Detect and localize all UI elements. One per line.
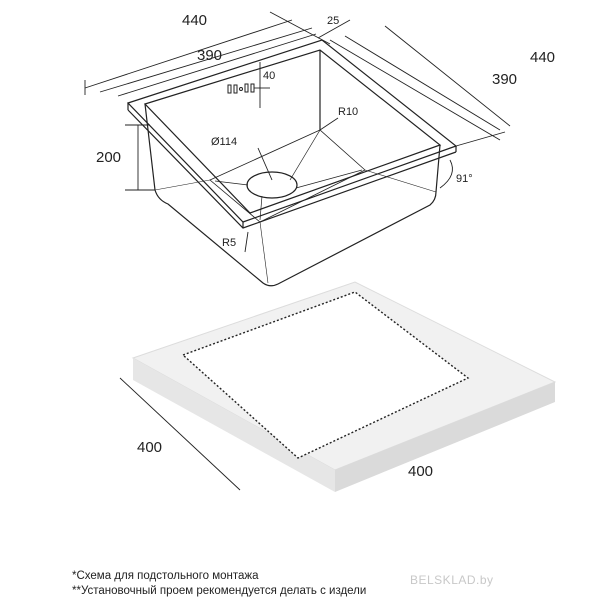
- drain-hole: [246, 171, 298, 199]
- drain-grooves: [214, 129, 363, 221]
- dim-overflow: 40: [263, 70, 275, 82]
- overflow-icon: [227, 83, 255, 94]
- note-cutout: **Установочный проем рекомендуется делат…: [72, 585, 367, 597]
- dim-outer-width: 440: [182, 12, 207, 29]
- dim-inner-width: 390: [197, 47, 222, 64]
- sink-rim-inner: [143, 49, 442, 214]
- bowl-fold: [259, 221, 269, 284]
- sink-bowl: [144, 103, 441, 287]
- dim-inner-depth: 390: [492, 71, 517, 88]
- dim-drain: Ø114: [211, 136, 237, 148]
- bowl-fold: [364, 169, 437, 193]
- dim-r5: R5: [222, 237, 236, 249]
- dim-r10: R10: [338, 106, 358, 118]
- dim-angle: 91°: [456, 173, 473, 185]
- cutout-outline: [181, 291, 470, 459]
- note-mounting: *Схема для подстольного монтажа: [72, 570, 259, 582]
- watermark: BELSKLAD.by: [410, 573, 494, 587]
- dim-rim: 25: [327, 15, 339, 27]
- bowl-fold: [154, 179, 211, 191]
- dim-cutout-depth: 400: [137, 439, 162, 456]
- rim-bottom-edge: [127, 109, 457, 229]
- sink-rim-outer: [126, 39, 458, 223]
- dim-cutout-width: 400: [408, 463, 433, 480]
- dim-outer-depth: 440: [530, 49, 555, 66]
- dim-height: 200: [96, 149, 121, 166]
- countertop: [131, 281, 557, 492]
- dimension-lines: [84, 11, 511, 491]
